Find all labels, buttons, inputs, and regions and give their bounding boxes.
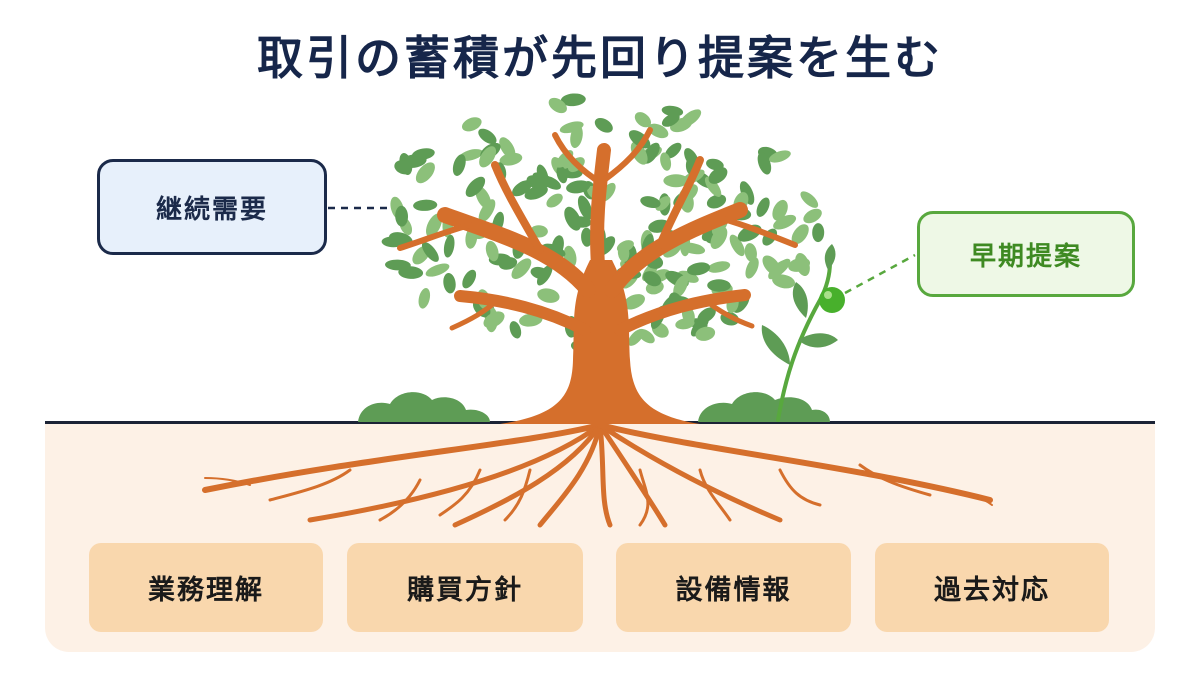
leaf	[421, 241, 439, 262]
leaf	[706, 194, 727, 209]
leaf	[643, 271, 662, 287]
leaf	[772, 274, 796, 289]
leaf	[708, 167, 728, 184]
leaf	[795, 252, 810, 277]
leaf	[704, 176, 722, 197]
diagram-title: 取引の蓄積が先回り提案を生む	[257, 31, 943, 85]
leaf	[485, 240, 499, 262]
leaf	[478, 199, 496, 223]
leaf	[803, 208, 822, 224]
tree-trunk	[397, 127, 798, 424]
leaf	[757, 152, 772, 175]
leaf	[707, 279, 731, 292]
tree-roots	[202, 422, 993, 528]
leaf	[381, 236, 405, 248]
leaf	[418, 287, 431, 309]
leaf	[661, 113, 680, 127]
leaf	[756, 197, 770, 217]
leaf	[664, 142, 682, 159]
leaf	[479, 146, 497, 168]
leaf	[640, 196, 661, 209]
leaf	[768, 260, 788, 280]
leaf	[739, 181, 755, 205]
leaf	[462, 269, 477, 289]
leaf	[634, 112, 651, 128]
leaf	[687, 262, 711, 276]
leaf	[411, 148, 435, 160]
leaf	[548, 97, 567, 114]
leaf	[663, 174, 689, 188]
leaf	[478, 128, 497, 145]
leaf	[443, 234, 455, 258]
leaf	[511, 258, 532, 280]
leaf	[566, 180, 591, 194]
leaf	[413, 199, 438, 211]
leaf	[791, 224, 809, 245]
leaf	[773, 214, 797, 230]
leaf	[655, 196, 671, 211]
leaf	[812, 223, 825, 243]
connector-right	[844, 253, 916, 295]
root-label-past-response: 過去対応	[875, 543, 1109, 632]
leaf	[695, 326, 716, 341]
leaf	[394, 160, 413, 175]
root-label-purchasing-policy: 購買方針	[347, 543, 583, 632]
leaf	[648, 123, 669, 139]
callout-early-proposal: 早期提案	[917, 211, 1135, 297]
leaf	[772, 199, 788, 221]
leaf	[729, 234, 745, 257]
callout-continuous-demand: 継続需要	[97, 159, 327, 255]
leaf	[679, 109, 702, 128]
leaf	[594, 117, 613, 133]
leaf	[577, 195, 593, 220]
leaf	[559, 121, 584, 134]
leaf	[499, 152, 523, 166]
leaf	[530, 266, 550, 280]
leaf	[706, 158, 724, 171]
leaf	[524, 185, 548, 200]
leaf	[707, 261, 731, 273]
leaf	[398, 266, 424, 279]
leaf	[800, 191, 819, 208]
leaf	[443, 272, 456, 294]
leaf	[628, 329, 644, 346]
leaf	[661, 105, 684, 117]
leaf	[768, 150, 791, 163]
leaf	[660, 152, 672, 171]
root-label-equipment-info: 設備情報	[616, 543, 851, 632]
leaf	[395, 205, 409, 227]
sprout	[761, 244, 838, 422]
leaf	[536, 164, 549, 185]
leaf	[697, 307, 716, 324]
leaf	[616, 240, 634, 253]
leaf	[415, 162, 435, 184]
leaf	[560, 93, 586, 107]
leaf	[630, 141, 648, 165]
root-label-business-understanding: 業務理解	[89, 543, 323, 632]
leaf	[425, 263, 450, 277]
leaf	[425, 213, 443, 238]
leaf	[673, 275, 689, 298]
leaf	[483, 311, 505, 328]
leaf	[581, 227, 593, 247]
leaf	[509, 321, 522, 339]
leaf	[744, 243, 757, 262]
leaf	[745, 257, 759, 279]
leaf	[546, 193, 563, 208]
leaf	[537, 288, 560, 303]
leaf	[498, 257, 518, 270]
leaf	[465, 176, 486, 198]
right-bush	[698, 392, 830, 422]
left-bush	[358, 392, 490, 422]
leaf	[512, 180, 532, 197]
leaf	[452, 154, 466, 176]
leaf	[462, 117, 482, 132]
sprout-bud	[819, 287, 845, 313]
